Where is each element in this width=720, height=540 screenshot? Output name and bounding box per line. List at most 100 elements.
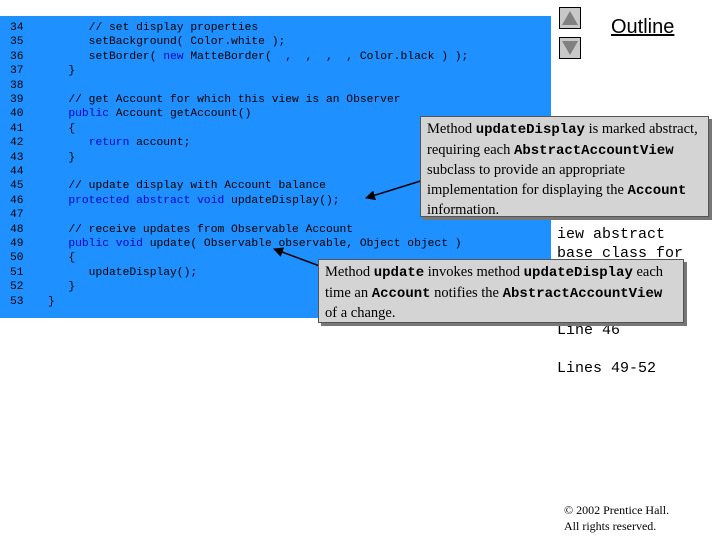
callout2-text: notifies the — [430, 284, 503, 301]
callout1-text: subclass to provide an appropriate imple… — [427, 162, 628, 198]
code-segment: // set display properties — [48, 22, 259, 34]
line-number: 53 — [10, 295, 24, 308]
code-text: protected abstract void updateDisplay(); — [48, 194, 339, 208]
code-line: 52 } — [0, 280, 551, 294]
code-keyword: new — [163, 50, 184, 63]
callout2-code: updateDisplay — [523, 265, 633, 281]
line-number: 37 — [10, 65, 24, 78]
code-line: 42 return account; — [0, 136, 551, 150]
code-line: 50 { — [0, 251, 551, 265]
code-line: 40 public Account getAccount() — [0, 107, 551, 121]
line-number: 41 — [10, 122, 24, 135]
code-text: { — [48, 251, 75, 265]
code-segment: } — [48, 281, 76, 294]
code-segment: Account getAccount() — [109, 108, 252, 121]
side-note-lines49-52: Lines 49-52 — [557, 360, 657, 377]
code-keyword: public void — [68, 238, 143, 250]
code-line: 37 } — [0, 64, 551, 78]
line-number: 44 — [10, 166, 24, 178]
code-keyword: public — [68, 108, 110, 121]
line-number: 46 — [10, 194, 24, 207]
line-number: 49 — [10, 238, 24, 250]
code-line: 41 { — [0, 122, 551, 136]
callout1-text: information. — [427, 202, 500, 218]
triangle-up-icon — [562, 11, 578, 25]
code-keyword: return — [88, 137, 130, 150]
line-number: 51 — [10, 266, 24, 279]
code-segment: updateDisplay(); — [48, 266, 198, 279]
code-line: 53} — [0, 295, 551, 309]
callout2-code: Account — [371, 285, 431, 302]
callout-update-display: Method updateDisplay is marked abstract,… — [420, 116, 709, 218]
side-note-line46: Line 46 — [557, 322, 621, 339]
next-slide-button[interactable] — [559, 37, 581, 59]
side-note-line2: base class for — [557, 245, 684, 262]
line-number: 47 — [10, 209, 24, 222]
line-number: 35 — [10, 36, 24, 49]
code-text: } — [48, 295, 55, 309]
code-text: { — [48, 122, 75, 136]
code-text: setBorder( new MatteBorder( , , , , Colo… — [48, 50, 469, 64]
triangle-down-icon — [562, 41, 578, 55]
code-line: 48 // receive updates from Observable Ac… — [0, 223, 551, 237]
code-segment: setBackground( Color.white ); — [48, 36, 286, 49]
line-number: 52 — [10, 281, 24, 294]
callout1-text: is marked abstract, requiring each — [427, 121, 698, 158]
callout1-code: Account — [627, 182, 687, 199]
line-number: 48 — [10, 223, 24, 236]
code-line: 51 updateDisplay(); — [0, 266, 551, 280]
code-segment: } — [48, 151, 76, 164]
code-line: 45 // update display with Account balanc… — [0, 179, 551, 193]
code-segment: MatteBorder( , , , , Color.black ) ); — [183, 50, 469, 63]
copyright-line1: © 2002 Prentice Hall. — [564, 503, 670, 517]
code-line: 47 — [0, 208, 551, 222]
line-number: 34 — [10, 22, 24, 34]
code-line: 39 // get Account for which this view is… — [0, 93, 551, 107]
line-number: 50 — [10, 252, 24, 265]
callout1-code: updateDisplay — [475, 122, 585, 138]
code-line: 49 public void update( Observable observ… — [0, 237, 551, 251]
code-text: // update display with Account balance — [48, 179, 326, 193]
code-text: public void update( Observable observabl… — [48, 237, 462, 251]
code-line: 46 protected abstract void updateDisplay… — [0, 194, 551, 208]
code-line: 44 — [0, 165, 551, 179]
code-text: } — [48, 64, 75, 78]
copyright-line2: All rights reserved. — [564, 519, 657, 533]
outline-link[interactable]: Outline — [611, 16, 675, 38]
side-note-line1: iew abstract — [557, 226, 666, 243]
code-text: setBackground( Color.white ); — [48, 35, 286, 49]
code-text: // get Account for which this view is an… — [48, 93, 401, 107]
line-number: 38 — [10, 79, 24, 92]
callout2-text: invokes method — [424, 264, 524, 280]
line-number: 40 — [10, 108, 24, 121]
code-segment: { — [48, 122, 76, 135]
code-text: // set display properties — [48, 21, 259, 35]
callout2-text: of a change. — [325, 305, 396, 321]
callout1-arrow — [365, 178, 428, 201]
copyright-notice: © 2002 Prentice Hall. All rights reserve… — [564, 502, 669, 534]
code-line: 35 setBackground( Color.white ); — [0, 35, 551, 49]
callout2-code: update — [373, 265, 425, 281]
line-number: 43 — [10, 151, 24, 164]
code-segment: // receive updates from Observable Accou… — [48, 223, 354, 236]
callout2-text: Method — [325, 264, 374, 280]
callout2-code: AbstractAccountView — [502, 285, 663, 302]
code-segment: } — [48, 295, 55, 308]
code-text: // receive updates from Observable Accou… — [48, 223, 353, 237]
code-segment: account; — [129, 137, 191, 150]
code-text: updateDisplay(); — [48, 266, 197, 280]
code-text: } — [48, 280, 75, 294]
code-segment: // get Account for which this view is an… — [48, 94, 401, 106]
code-segment: { — [48, 252, 76, 265]
callout-update-method: Method update invokes method updateDispl… — [318, 259, 684, 323]
callout1-code: AbstractAccountView — [513, 142, 674, 159]
code-segment: // update display with Account balance — [48, 180, 326, 193]
previous-slide-button[interactable] — [559, 7, 581, 29]
code-segment: setBorder( — [48, 50, 164, 63]
code-segment: } — [48, 65, 76, 78]
code-line: 36 setBorder( new MatteBorder( , , , , C… — [0, 50, 551, 64]
callout2-text: each time an — [325, 264, 664, 301]
code-segment: update( Observable observable, Object ob… — [142, 238, 462, 250]
code-line: 34 // set display properties — [0, 21, 551, 35]
